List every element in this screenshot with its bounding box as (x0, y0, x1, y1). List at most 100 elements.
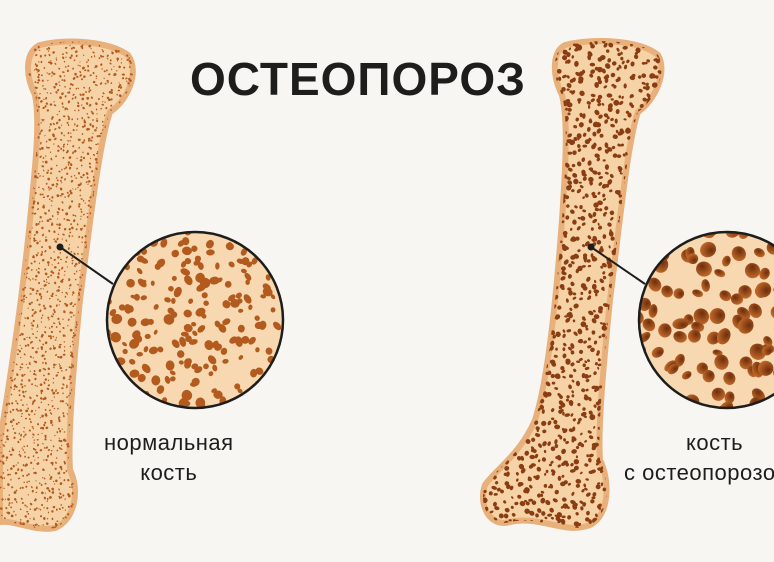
bone-pore (128, 161, 131, 163)
bone-pore (123, 126, 127, 129)
bone-pore (567, 274, 572, 279)
bone-pore (251, 256, 258, 265)
bone-pore (207, 355, 217, 365)
bone-pore (657, 518, 660, 523)
bone-pore (21, 91, 24, 93)
bone-pore (101, 264, 104, 268)
bone-pore (118, 520, 121, 523)
bone-pore (24, 390, 27, 393)
bone-pore (115, 488, 118, 491)
bone-pore (656, 244, 662, 251)
bone-pore (106, 57, 109, 60)
bone-pore (477, 531, 482, 537)
bone-pore (68, 284, 71, 287)
bone-pore (560, 276, 566, 281)
bone-pore (93, 343, 101, 351)
bone-pore (579, 297, 583, 301)
bone-pore (64, 509, 67, 511)
bone-pore (519, 500, 526, 507)
bone-pore (569, 227, 573, 231)
bone-pore (13, 384, 17, 388)
bone-pore (503, 186, 508, 190)
bone-pore (537, 203, 541, 208)
bone-pore (110, 359, 113, 362)
bone-pore (51, 491, 55, 494)
bone-pore (88, 86, 91, 89)
bone-pore (25, 485, 28, 488)
bone-pore (79, 61, 81, 63)
bone-pore (68, 219, 71, 222)
bone-pore (15, 464, 17, 466)
bone-pore (85, 371, 88, 373)
bone-pore (557, 464, 561, 468)
bone-pore (489, 133, 493, 137)
bone-pore (23, 445, 26, 448)
bone-pore (573, 178, 579, 185)
bone-pore (92, 419, 96, 423)
bone-pore (80, 211, 83, 213)
bone-pore (55, 523, 58, 527)
bone-pore (490, 457, 496, 462)
bone-pore (44, 155, 47, 157)
bone-pore (62, 472, 66, 474)
bone-pore (109, 211, 113, 215)
bone-pore (487, 271, 493, 276)
bone-pore (37, 443, 39, 447)
bone-pore (37, 172, 40, 175)
bone-pore (21, 333, 24, 336)
bone-pore (131, 407, 133, 411)
bone-pore (597, 102, 602, 107)
bone-pore (44, 331, 47, 334)
bone-pore (567, 112, 571, 116)
bone-pore (499, 129, 505, 135)
bone-pore (650, 168, 654, 172)
bone-pore (659, 44, 662, 50)
bone-pore (513, 41, 517, 48)
bone-pore (18, 450, 20, 453)
bone-pore (113, 192, 116, 195)
bone-pore (31, 135, 35, 138)
bone-pore (109, 59, 112, 62)
bone-pore (620, 56, 624, 61)
bone-pore (30, 262, 33, 265)
bone-pore (63, 462, 66, 465)
bone-pore (62, 438, 66, 442)
bone-pore (102, 101, 104, 103)
bone-pore (21, 191, 24, 194)
bone-pore (24, 531, 26, 533)
bone-pore (41, 354, 44, 358)
bone-pore (64, 46, 68, 49)
bone-pore (535, 71, 539, 76)
bone-pore (27, 413, 31, 416)
bone-pore (101, 68, 103, 70)
bone-pore (30, 341, 34, 344)
bone-pore (649, 178, 653, 182)
bone-pore (31, 308, 34, 311)
bone-pore (5, 245, 7, 247)
bone-pore (640, 258, 646, 264)
bone-pore (486, 397, 492, 404)
bone-pore (234, 336, 243, 347)
bone-pore (34, 63, 37, 66)
bone-pore (586, 454, 589, 458)
bone-pore (243, 294, 252, 304)
bone-pore (93, 359, 96, 362)
bone-pore (544, 314, 550, 319)
bone-pore (114, 176, 118, 179)
bone-pore (510, 319, 516, 324)
bone-pore (529, 304, 534, 309)
bone-pore (484, 306, 488, 310)
bone-pore (496, 271, 499, 276)
bone-pore (0, 507, 3, 510)
bone-pore (97, 214, 101, 217)
bone-pore (584, 360, 588, 364)
bone-pore (1, 317, 4, 320)
bone-pore (132, 222, 133, 225)
bone-pore (4, 96, 7, 98)
bone-pore (93, 320, 96, 322)
bone-pore (74, 96, 77, 99)
bone-pore (620, 143, 625, 147)
bone-pore (541, 420, 547, 427)
bone-pore (503, 360, 507, 364)
bone-pore (48, 229, 51, 233)
